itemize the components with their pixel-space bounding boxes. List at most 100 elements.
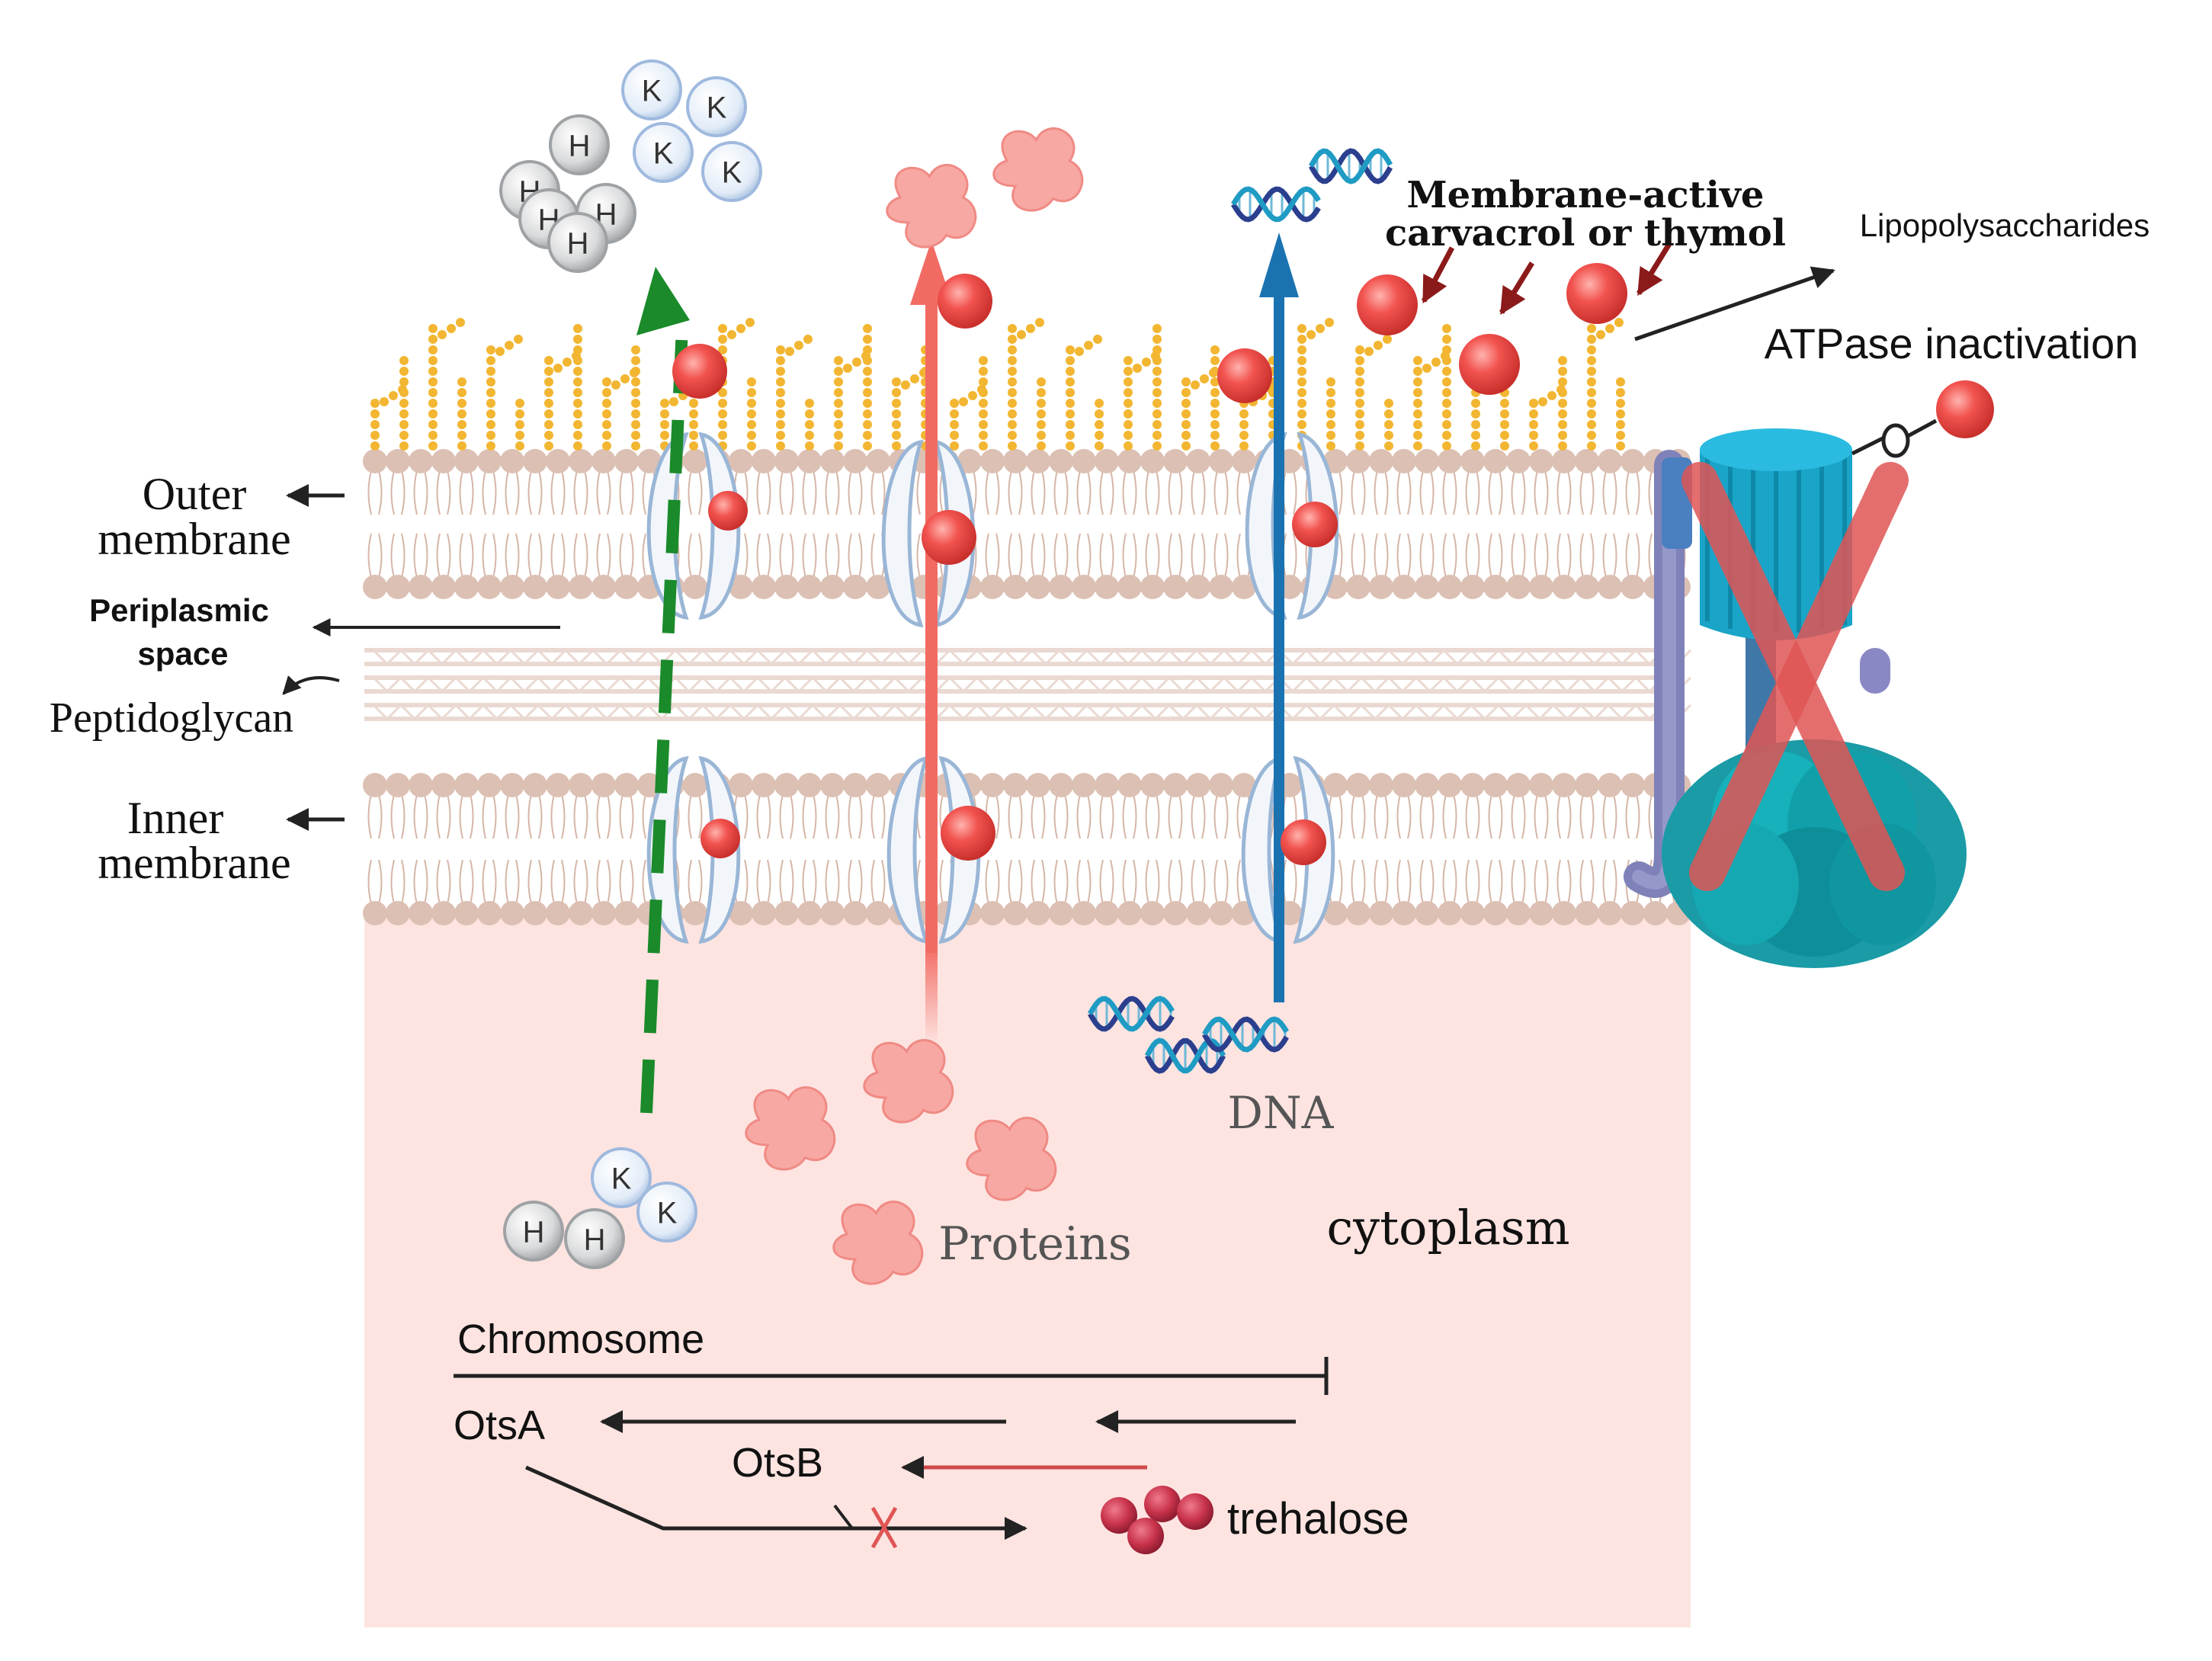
- lipid-head: [431, 449, 456, 473]
- peptidoglycan-layer: [364, 648, 1692, 721]
- lipid-head: [1049, 773, 1073, 797]
- svg-text:H: H: [567, 226, 589, 260]
- lipid-head: [1323, 901, 1348, 925]
- lipid-head: [1483, 773, 1508, 797]
- lipid-head: [454, 901, 479, 925]
- lipid-head: [1049, 449, 1073, 473]
- lipid-head: [1049, 575, 1073, 599]
- lipid-head: [1140, 449, 1165, 473]
- lipid-head: [729, 773, 753, 797]
- lipid-head: [1506, 901, 1531, 925]
- proteins-label: Proteins: [938, 1217, 1131, 1271]
- lipid-head: [1049, 901, 1073, 925]
- lipid-head: [866, 575, 890, 599]
- lipid-head: [569, 901, 593, 925]
- porin-channel: [1241, 755, 1335, 944]
- lipid-head: [1506, 575, 1531, 599]
- porin-channel: [646, 431, 741, 620]
- lipid-head: [683, 449, 707, 473]
- lipid-head: [797, 773, 822, 797]
- cytoplasm-region: [364, 915, 1691, 1627]
- lipid-head: [477, 575, 502, 599]
- trehalose-label: trehalose: [1227, 1494, 1409, 1544]
- lipid-head: [683, 901, 707, 925]
- lipid-head: [431, 575, 456, 599]
- lipid-head: [523, 901, 547, 925]
- lipid-head: [1095, 901, 1119, 925]
- carvacrol-molecule: [1217, 348, 1272, 403]
- lipid-head: [1209, 901, 1233, 925]
- carvacrol-molecule: [938, 274, 992, 329]
- lipid-head: [637, 449, 662, 473]
- lipid-head: [1026, 901, 1050, 925]
- lipid-head: [500, 901, 524, 925]
- outer-membrane-label-1: Outer: [143, 469, 247, 519]
- lipid-head: [569, 773, 593, 797]
- inner-membrane: [363, 773, 1691, 925]
- lps-pointer-arrow: [1634, 266, 1835, 341]
- lipid-head: [1552, 773, 1576, 797]
- lipid-head: [1552, 901, 1576, 925]
- lipid-head: [1095, 773, 1119, 797]
- otsA-label: OtsA: [454, 1403, 545, 1448]
- periplasmic-label-1: Periplasmic: [89, 592, 269, 628]
- potassium-ion: K: [701, 141, 762, 202]
- lipid-head: [1346, 773, 1370, 797]
- lipid-head: [1598, 449, 1622, 473]
- lipid-head: [614, 773, 639, 797]
- inner-membrane-label-2: membrane: [98, 838, 290, 888]
- lipid-head: [1506, 773, 1531, 797]
- lipid-head: [614, 901, 639, 925]
- lipid-head: [980, 901, 1005, 925]
- lipid-head: [1072, 575, 1096, 599]
- lipid-head: [1415, 773, 1439, 797]
- lipid-head: [1643, 901, 1668, 925]
- carvacrol-molecule: [700, 819, 740, 858]
- membrane-active-label-1: Membrane-active: [1407, 174, 1765, 216]
- lipid-head: [797, 575, 822, 599]
- svg-text:K: K: [722, 156, 742, 189]
- lipid-head: [843, 773, 867, 797]
- lipid-head: [500, 773, 524, 797]
- lipid-head: [1117, 773, 1142, 797]
- lipid-head: [1346, 575, 1370, 599]
- protein-blob: [832, 1201, 924, 1285]
- lipid-head: [1575, 575, 1599, 599]
- lipopolysaccharides-label: Lipopolysaccharides: [1860, 207, 2150, 243]
- lipid-head: [980, 449, 1005, 473]
- lipid-head: [1483, 901, 1508, 925]
- carvacrol-molecule: [708, 491, 748, 531]
- lipid-head: [1369, 449, 1393, 473]
- protein-blobs: [745, 127, 1084, 1285]
- lipid-head: [1003, 575, 1027, 599]
- chromosome-label: Chromosome: [457, 1316, 704, 1362]
- lipid-head: [774, 449, 799, 473]
- lipid-head: [1415, 575, 1439, 599]
- lipid-head: [1369, 773, 1393, 797]
- lipid-head: [1621, 575, 1645, 599]
- lipid-head: [1003, 449, 1027, 473]
- lipid-head: [546, 773, 570, 797]
- lipid-head: [1026, 575, 1050, 599]
- lipid-head: [1369, 901, 1393, 925]
- hydrogen-ion: H: [549, 114, 610, 175]
- svg-text:K: K: [642, 74, 662, 107]
- lipid-head: [1529, 575, 1553, 599]
- periplasmic-label-2: space: [137, 636, 228, 672]
- lipid-head: [1575, 449, 1599, 473]
- lipid-head: [454, 449, 479, 473]
- lipid-head: [614, 449, 639, 473]
- trehalose-molecules: [1101, 1486, 1213, 1554]
- protein-blob: [886, 164, 977, 249]
- lipid-head: [477, 901, 502, 925]
- lipid-head: [1552, 575, 1576, 599]
- atpase-inactivation-label: ATPase inactivation: [1765, 319, 2139, 367]
- lipid-head: [1117, 575, 1142, 599]
- lipid-head: [820, 901, 845, 925]
- protein-blob: [863, 1039, 954, 1124]
- lipid-head: [386, 773, 410, 797]
- lipid-head: [500, 449, 524, 473]
- lipid-head: [431, 901, 456, 925]
- potassium-ion: K: [636, 1182, 697, 1243]
- lipid-head: [1163, 773, 1188, 797]
